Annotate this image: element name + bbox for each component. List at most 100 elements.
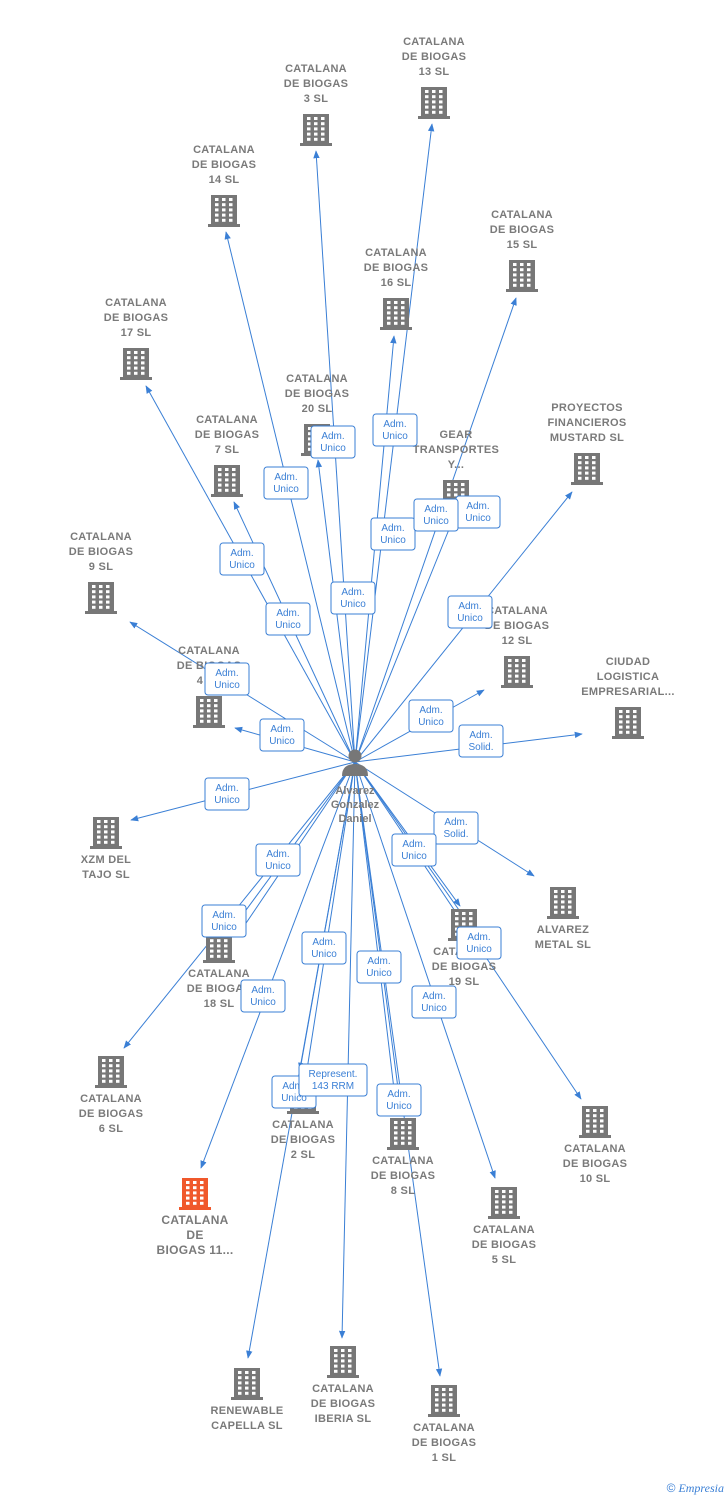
edge-label-cb20[interactable]: Adm.Unico	[310, 425, 356, 459]
company-label: CATALANA	[188, 968, 250, 980]
edge-label-text: Adm.	[467, 932, 490, 943]
edge-label-gear[interactable]: Adm.Unico	[413, 498, 459, 532]
building-icon	[327, 1346, 359, 1378]
person-label: Daniel	[338, 813, 371, 825]
edge-label-text: Unico	[265, 861, 291, 872]
edge-label-text: Adm.	[251, 985, 274, 996]
edge-label-cb6[interactable]: Adm.Unico	[255, 843, 301, 877]
person-label: Alvarez	[335, 785, 375, 797]
edge-labels-layer: Adm.UnicoAdm.UnicoAdm.UnicoAdm.UnicoAdm.…	[201, 413, 504, 1117]
copyright-icon: ©	[666, 1481, 676, 1495]
company-label: DE BIOGAS	[271, 1134, 335, 1146]
building-icon	[612, 707, 644, 739]
edge-cb1	[354, 761, 443, 1377]
company-label: CATALANA	[196, 414, 258, 426]
edge-label-text: Adm.	[230, 548, 253, 559]
edge-iberia	[338, 761, 356, 1339]
company-label: CATALANA	[486, 605, 548, 617]
company-label: 9 SL	[89, 561, 113, 573]
building-icon	[428, 1385, 460, 1417]
company-label: DE BIOGAS	[371, 1170, 435, 1182]
edge-label-cb10[interactable]: Adm.Unico	[456, 926, 502, 960]
edge-gear	[354, 516, 455, 763]
company-label: DE BIOGAS	[563, 1158, 627, 1170]
edge-label-cb14[interactable]: Adm.Unico	[263, 466, 309, 500]
company-label: CATALANA	[272, 1119, 334, 1131]
edge-label-text: Adm.	[419, 705, 442, 716]
edge-label-xzm[interactable]: Adm.Unico	[204, 777, 250, 811]
edge-label-ametal[interactable]: Adm.Solid.	[433, 811, 479, 845]
company-label: 17 SL	[121, 327, 152, 339]
edge-cb8	[354, 761, 399, 1107]
edge-label-cb11[interactable]: Adm.Unico	[240, 979, 286, 1013]
company-label: DE BIOGAS	[364, 262, 428, 274]
edge-label-cb7[interactable]: Adm.Unico	[265, 602, 311, 636]
edge-label-cb13[interactable]: Adm.Unico	[372, 413, 418, 447]
company-label: 13 SL	[419, 66, 450, 78]
building-icon	[179, 1178, 211, 1210]
footer-brand[interactable]: © Empresia	[667, 1481, 724, 1496]
building-icon	[85, 582, 117, 614]
company-label: 14 SL	[209, 174, 240, 186]
edge-label-cb19[interactable]: Adm.Unico	[391, 833, 437, 867]
edge-cb2	[303, 761, 356, 1077]
company-label: DE BIOGAS	[69, 546, 133, 558]
company-label: DE BIOGAS	[485, 620, 549, 632]
edge-label-text: Adm.	[215, 668, 238, 679]
building-icon	[193, 696, 225, 728]
edge-label-cb16[interactable]: Adm.Unico	[370, 517, 416, 551]
building-icon	[418, 87, 450, 119]
edge-label-cb1[interactable]: Adm.Unico	[376, 1083, 422, 1117]
edge-label-cb3[interactable]: Adm.Unico	[330, 581, 376, 615]
company-label: CAPELLA SL	[211, 1420, 283, 1432]
edge-label-text: Adm.	[387, 1089, 410, 1100]
edge-label-pfm[interactable]: Adm.Unico	[447, 595, 493, 629]
building-icon	[120, 348, 152, 380]
edge-label-text: Adm.	[422, 991, 445, 1002]
company-node-clog[interactable]: CIUDADLOGISTICAEMPRESARIAL...	[581, 656, 674, 739]
company-label: 1 SL	[432, 1452, 456, 1464]
company-label: CATALANA	[80, 1093, 142, 1105]
edge-label-cb5[interactable]: Adm.Unico	[411, 985, 457, 1019]
company-label: DE BIOGAS	[472, 1239, 536, 1251]
company-label: 20 SL	[302, 403, 333, 415]
edge-label-text: Unico	[273, 484, 299, 495]
edge-label-cb2[interactable]: Adm.Unico	[301, 931, 347, 965]
edge-label-text: Solid.	[468, 742, 493, 753]
edge-label-cb12[interactable]: Adm.Unico	[408, 699, 454, 733]
building-icon	[571, 453, 603, 485]
edge-label-text: Unico	[214, 680, 240, 691]
edge-label-cb18[interactable]: Adm.Unico	[201, 904, 247, 938]
edge-label-cb4[interactable]: Adm.Unico	[259, 718, 305, 752]
edge-label-text: Adm.	[274, 472, 297, 483]
edge-label-clog[interactable]: Adm.Solid.	[458, 724, 504, 758]
edge-label-cb15[interactable]: Adm.Unico	[455, 495, 501, 529]
edge-label-text: Adm.	[215, 783, 238, 794]
company-label: CATALANA	[473, 1224, 535, 1236]
edge-label-cb17[interactable]: Adm.Unico	[219, 542, 265, 576]
edge-label-cb9[interactable]: Adm.Unico	[204, 662, 250, 696]
edge-label-cb8[interactable]: Adm.Unico	[356, 950, 402, 984]
edge-label-iberia[interactable]: Represent.143 RRM	[298, 1063, 368, 1097]
